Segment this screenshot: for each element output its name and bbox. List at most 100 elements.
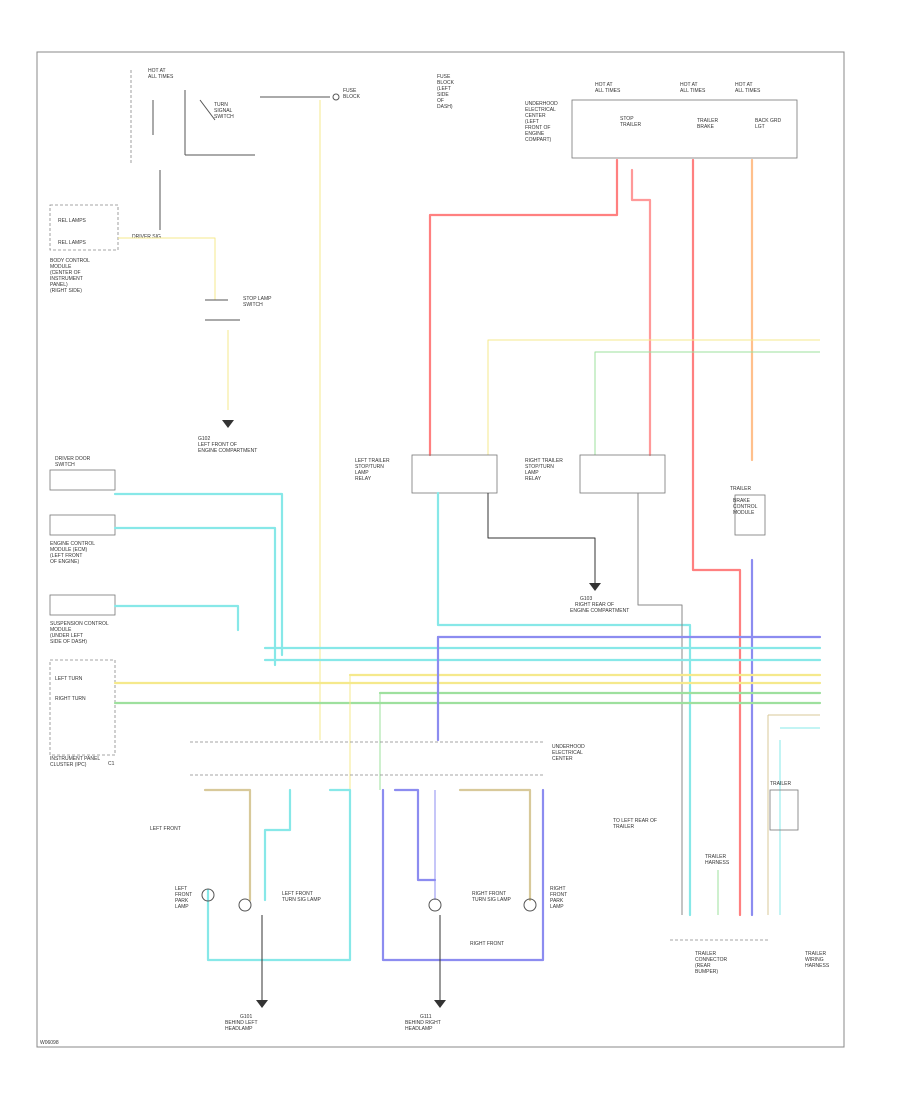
svg-text:TRAILER: TRAILER bbox=[730, 486, 752, 492]
svg-text:DASH): DASH) bbox=[437, 104, 453, 110]
instrument-cluster: LEFT TURN RIGHT TURN INSTRUMENT PANEL CL… bbox=[49, 659, 116, 768]
svg-text:BRAKE: BRAKE bbox=[697, 124, 715, 130]
svg-text:BLOCK: BLOCK bbox=[343, 94, 361, 100]
svg-text:UNDERHOOD: UNDERHOOD bbox=[525, 101, 558, 107]
svg-text:(REAR: (REAR bbox=[695, 963, 711, 969]
svg-text:ALL TIMES: ALL TIMES bbox=[735, 88, 761, 94]
svg-text:LEFT TURN: LEFT TURN bbox=[55, 676, 83, 682]
svg-text:G111: G111 bbox=[420, 1014, 432, 1020]
svg-text:HARNESS: HARNESS bbox=[705, 860, 730, 866]
svg-text:G102: G102 bbox=[198, 436, 210, 442]
svg-text:WIRING: WIRING bbox=[805, 957, 824, 963]
trailer-harness-right: TRAILER TRAILER WIRING HARNESS bbox=[769, 781, 830, 969]
svg-text:HEADLAMP: HEADLAMP bbox=[225, 1026, 253, 1032]
svg-text:G103: G103 bbox=[580, 596, 592, 602]
svg-text:LAMP: LAMP bbox=[525, 470, 539, 476]
svg-text:CENTER: CENTER bbox=[552, 756, 573, 762]
svg-text:OF ENGINE): OF ENGINE) bbox=[50, 559, 80, 565]
svg-text:ELECTRICAL: ELECTRICAL bbox=[525, 107, 556, 113]
svg-text:HEADLAMP: HEADLAMP bbox=[405, 1026, 433, 1032]
svg-text:REL LAMPS: REL LAMPS bbox=[58, 218, 87, 224]
body-control-module: REL LAMPS REL LAMPS BODY CONTROL MODULE … bbox=[49, 204, 161, 294]
fuse-block-right: UNDERHOOD ELECTRICAL CENTER (LEFT FRONT … bbox=[525, 82, 798, 159]
engine-control-module: ENGINE CONTROL MODULE (ECM) (LEFT FRONT … bbox=[49, 514, 116, 565]
svg-text:RIGHT FRONT: RIGHT FRONT bbox=[472, 891, 506, 897]
svg-text:MODULE (ECM): MODULE (ECM) bbox=[50, 547, 88, 553]
svg-text:TRAILER: TRAILER bbox=[770, 781, 792, 787]
right-front-lamps: RIGHT FRONT TURN SIG LAMP RIGHT FRONT PA… bbox=[381, 788, 567, 1000]
svg-text:(UNDER LEFT: (UNDER LEFT bbox=[50, 633, 83, 639]
svg-text:HOT AT: HOT AT bbox=[595, 82, 613, 88]
svg-text:RELAY: RELAY bbox=[525, 476, 542, 482]
relay-ground-icon: G103 RIGHT REAR OF ENGINE COMPARTMENT bbox=[570, 583, 629, 614]
diagram-frame bbox=[36, 51, 845, 1048]
svg-text:ALL TIMES: ALL TIMES bbox=[680, 88, 706, 94]
svg-text:SIDE: SIDE bbox=[437, 92, 449, 98]
svg-text:BEHIND RIGHT: BEHIND RIGHT bbox=[405, 1020, 441, 1026]
svg-text:COMPART): COMPART) bbox=[525, 137, 552, 143]
left-ground-icon: G101 BEHIND LEFT HEADLAMP bbox=[225, 1000, 268, 1032]
svg-text:STOP/TURN: STOP/TURN bbox=[355, 464, 384, 470]
svg-text:TURN: TURN bbox=[214, 102, 228, 108]
svg-text:(RIGHT SIDE): (RIGHT SIDE) bbox=[50, 288, 82, 294]
svg-text:PARK: PARK bbox=[175, 898, 189, 904]
svg-text:TRAILER: TRAILER bbox=[697, 118, 719, 124]
svg-text:BODY CONTROL: BODY CONTROL bbox=[50, 258, 90, 264]
svg-text:HOT AT: HOT AT bbox=[680, 82, 698, 88]
svg-text:BEHIND LEFT: BEHIND LEFT bbox=[225, 1020, 258, 1026]
svg-text:BLOCK: BLOCK bbox=[437, 80, 455, 86]
svg-text:MODULE: MODULE bbox=[50, 627, 72, 633]
svg-text:REL LAMPS: REL LAMPS bbox=[58, 240, 87, 246]
svg-text:SWITCH: SWITCH bbox=[243, 302, 263, 308]
svg-text:LAMP: LAMP bbox=[550, 904, 564, 910]
svg-text:LAMP: LAMP bbox=[355, 470, 369, 476]
svg-text:LEFT: LEFT bbox=[175, 886, 187, 892]
right-ground-icon: G111 BEHIND RIGHT HEADLAMP bbox=[405, 1000, 446, 1032]
trailer-brake-connector: TRAILER BRAKE CONTROL MODULE bbox=[730, 486, 766, 536]
diagram-code: W06098 bbox=[40, 1040, 59, 1046]
svg-text:SWITCH: SWITCH bbox=[55, 462, 75, 468]
svg-text:LGT: LGT bbox=[755, 124, 765, 130]
suspension-control-module: SUSPENSION CONTROL MODULE (UNDER LEFT SI… bbox=[49, 594, 116, 645]
svg-text:TO LEFT REAR OF: TO LEFT REAR OF bbox=[613, 818, 657, 824]
right-trailer-relay: RIGHT TRAILER STOP/TURN LAMP RELAY bbox=[525, 454, 666, 494]
svg-text:SIGNAL: SIGNAL bbox=[214, 108, 233, 114]
svg-text:FRONT: FRONT bbox=[550, 892, 567, 898]
svg-text:LAMP: LAMP bbox=[175, 904, 189, 910]
svg-text:TURN SIG LAMP: TURN SIG LAMP bbox=[282, 897, 322, 903]
svg-text:INSTRUMENT PANEL: INSTRUMENT PANEL bbox=[50, 756, 100, 762]
svg-text:PARK: PARK bbox=[550, 898, 564, 904]
svg-text:CONNECTOR: CONNECTOR bbox=[695, 957, 728, 963]
svg-text:STOP: STOP bbox=[620, 116, 634, 122]
svg-text:G101: G101 bbox=[240, 1014, 252, 1020]
svg-text:CLUSTER (IPC): CLUSTER (IPC) bbox=[50, 762, 87, 768]
svg-text:LEFT FRONT OF: LEFT FRONT OF bbox=[198, 442, 237, 448]
svg-text:MODULE: MODULE bbox=[50, 264, 72, 270]
svg-text:RIGHT REAR OF: RIGHT REAR OF bbox=[575, 602, 614, 608]
svg-text:FRONT OF: FRONT OF bbox=[525, 125, 550, 131]
svg-text:UNDERHOOD: UNDERHOOD bbox=[552, 744, 585, 750]
svg-text:TRAILER: TRAILER bbox=[695, 951, 717, 957]
svg-text:ELECTRICAL: ELECTRICAL bbox=[552, 750, 583, 756]
hazard-switch-module: HOT AT ALL TIMES TURN SIGNAL SWITCH bbox=[130, 68, 255, 230]
left-front-lamps: LEFT FRONT LEFT FRONT PARK LAMP LEFT FRO… bbox=[150, 788, 352, 1000]
svg-text:LEFT TRAILER: LEFT TRAILER bbox=[355, 458, 390, 464]
stop-switch: STOP LAMP SWITCH G102 LEFT FRONT OF ENGI… bbox=[198, 296, 272, 454]
svg-text:TRAILER: TRAILER bbox=[620, 122, 642, 128]
svg-text:STOP/TURN: STOP/TURN bbox=[525, 464, 554, 470]
svg-text:RIGHT TRAILER: RIGHT TRAILER bbox=[525, 458, 563, 464]
svg-text:BUMPER): BUMPER) bbox=[695, 969, 718, 975]
svg-text:CONTROL: CONTROL bbox=[733, 504, 758, 510]
svg-text:TRAILER: TRAILER bbox=[613, 824, 635, 830]
svg-text:(LEFT: (LEFT bbox=[525, 119, 539, 125]
svg-text:BACK GRD: BACK GRD bbox=[755, 118, 782, 124]
svg-text:TRAILER: TRAILER bbox=[705, 854, 727, 860]
svg-text:(LEFT: (LEFT bbox=[437, 86, 451, 92]
svg-text:RIGHT: RIGHT bbox=[550, 886, 566, 892]
svg-text:LEFT FRONT: LEFT FRONT bbox=[150, 826, 181, 832]
svg-text:MODULE: MODULE bbox=[733, 510, 755, 516]
svg-text:BRAKE: BRAKE bbox=[733, 498, 751, 504]
svg-text:STOP LAMP: STOP LAMP bbox=[243, 296, 272, 302]
svg-text:HARNESS: HARNESS bbox=[805, 963, 830, 969]
